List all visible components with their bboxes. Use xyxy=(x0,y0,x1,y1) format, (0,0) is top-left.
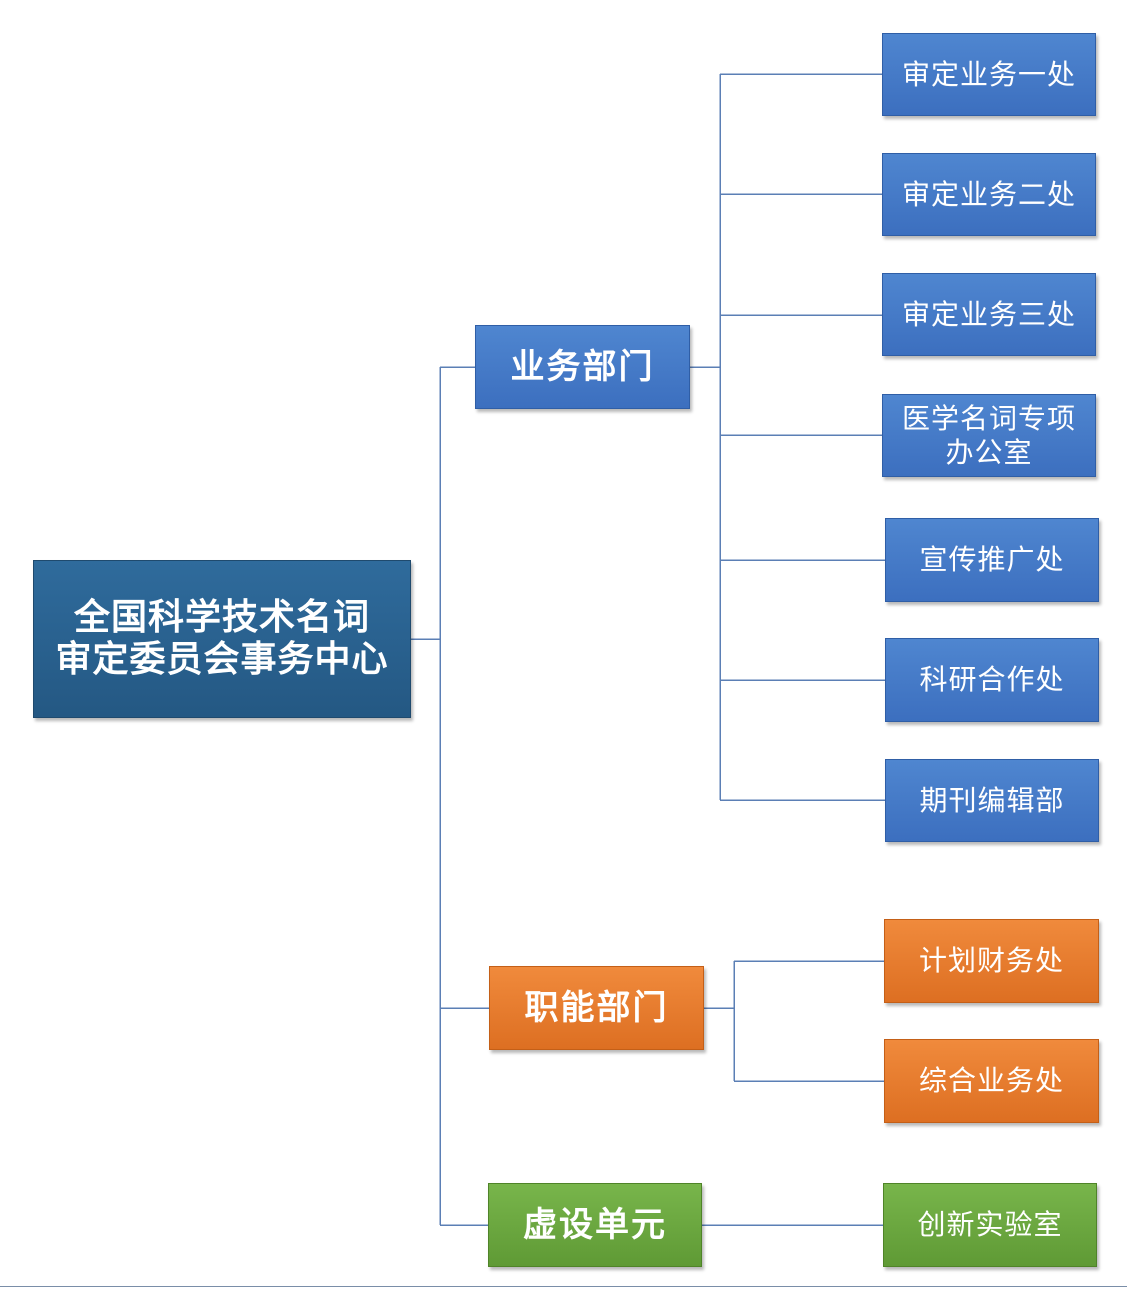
leaf-node: 审定业务二处 xyxy=(882,153,1096,236)
category-virtual: 虚设单元 xyxy=(488,1183,702,1267)
category-label: 业务部门 xyxy=(510,346,655,387)
category-label: 虚设单元 xyxy=(523,1204,667,1245)
leaf-label: 计划财务处 xyxy=(918,944,1064,978)
leaf-label: 宣传推广处 xyxy=(919,543,1065,577)
leaf-label: 期刊编辑部 xyxy=(919,783,1065,817)
leaf-label-line-2: 办公室 xyxy=(945,435,1033,469)
leaf-node: 综合业务处 xyxy=(884,1039,1099,1123)
leaf-label-line-1: 医学名词专项 xyxy=(901,402,1076,436)
leaf-node: 科研合作处 xyxy=(885,638,1099,722)
leaf-node: 期刊编辑部 xyxy=(885,759,1099,842)
leaf-node: 创新实验室 xyxy=(883,1183,1097,1267)
root-label-line-1: 全国科学技术名词 xyxy=(73,596,370,638)
leaf-label: 审定业务一处 xyxy=(901,57,1076,91)
leaf-label: 审定业务二处 xyxy=(901,177,1076,211)
leaf-node: 审定业务一处 xyxy=(882,33,1096,116)
category-functional: 职能部门 xyxy=(489,966,704,1050)
bottom-divider xyxy=(0,1286,1127,1287)
leaf-node: 医学名词专项 办公室 xyxy=(882,394,1096,477)
category-business: 业务部门 xyxy=(475,325,690,409)
category-label: 职能部门 xyxy=(524,987,669,1028)
leaf-label: 创新实验室 xyxy=(917,1208,1063,1242)
leaf-label: 综合业务处 xyxy=(918,1064,1064,1098)
leaf-node: 计划财务处 xyxy=(884,919,1099,1003)
leaf-node: 宣传推广处 xyxy=(885,518,1099,602)
root-node: 全国科学技术名词 审定委员会事务中心 xyxy=(33,560,411,718)
leaf-node: 审定业务三处 xyxy=(882,273,1096,356)
leaf-label: 科研合作处 xyxy=(919,663,1065,697)
root-label-line-2: 审定委员会事务中心 xyxy=(55,639,389,680)
leaf-label: 审定业务三处 xyxy=(901,297,1076,331)
